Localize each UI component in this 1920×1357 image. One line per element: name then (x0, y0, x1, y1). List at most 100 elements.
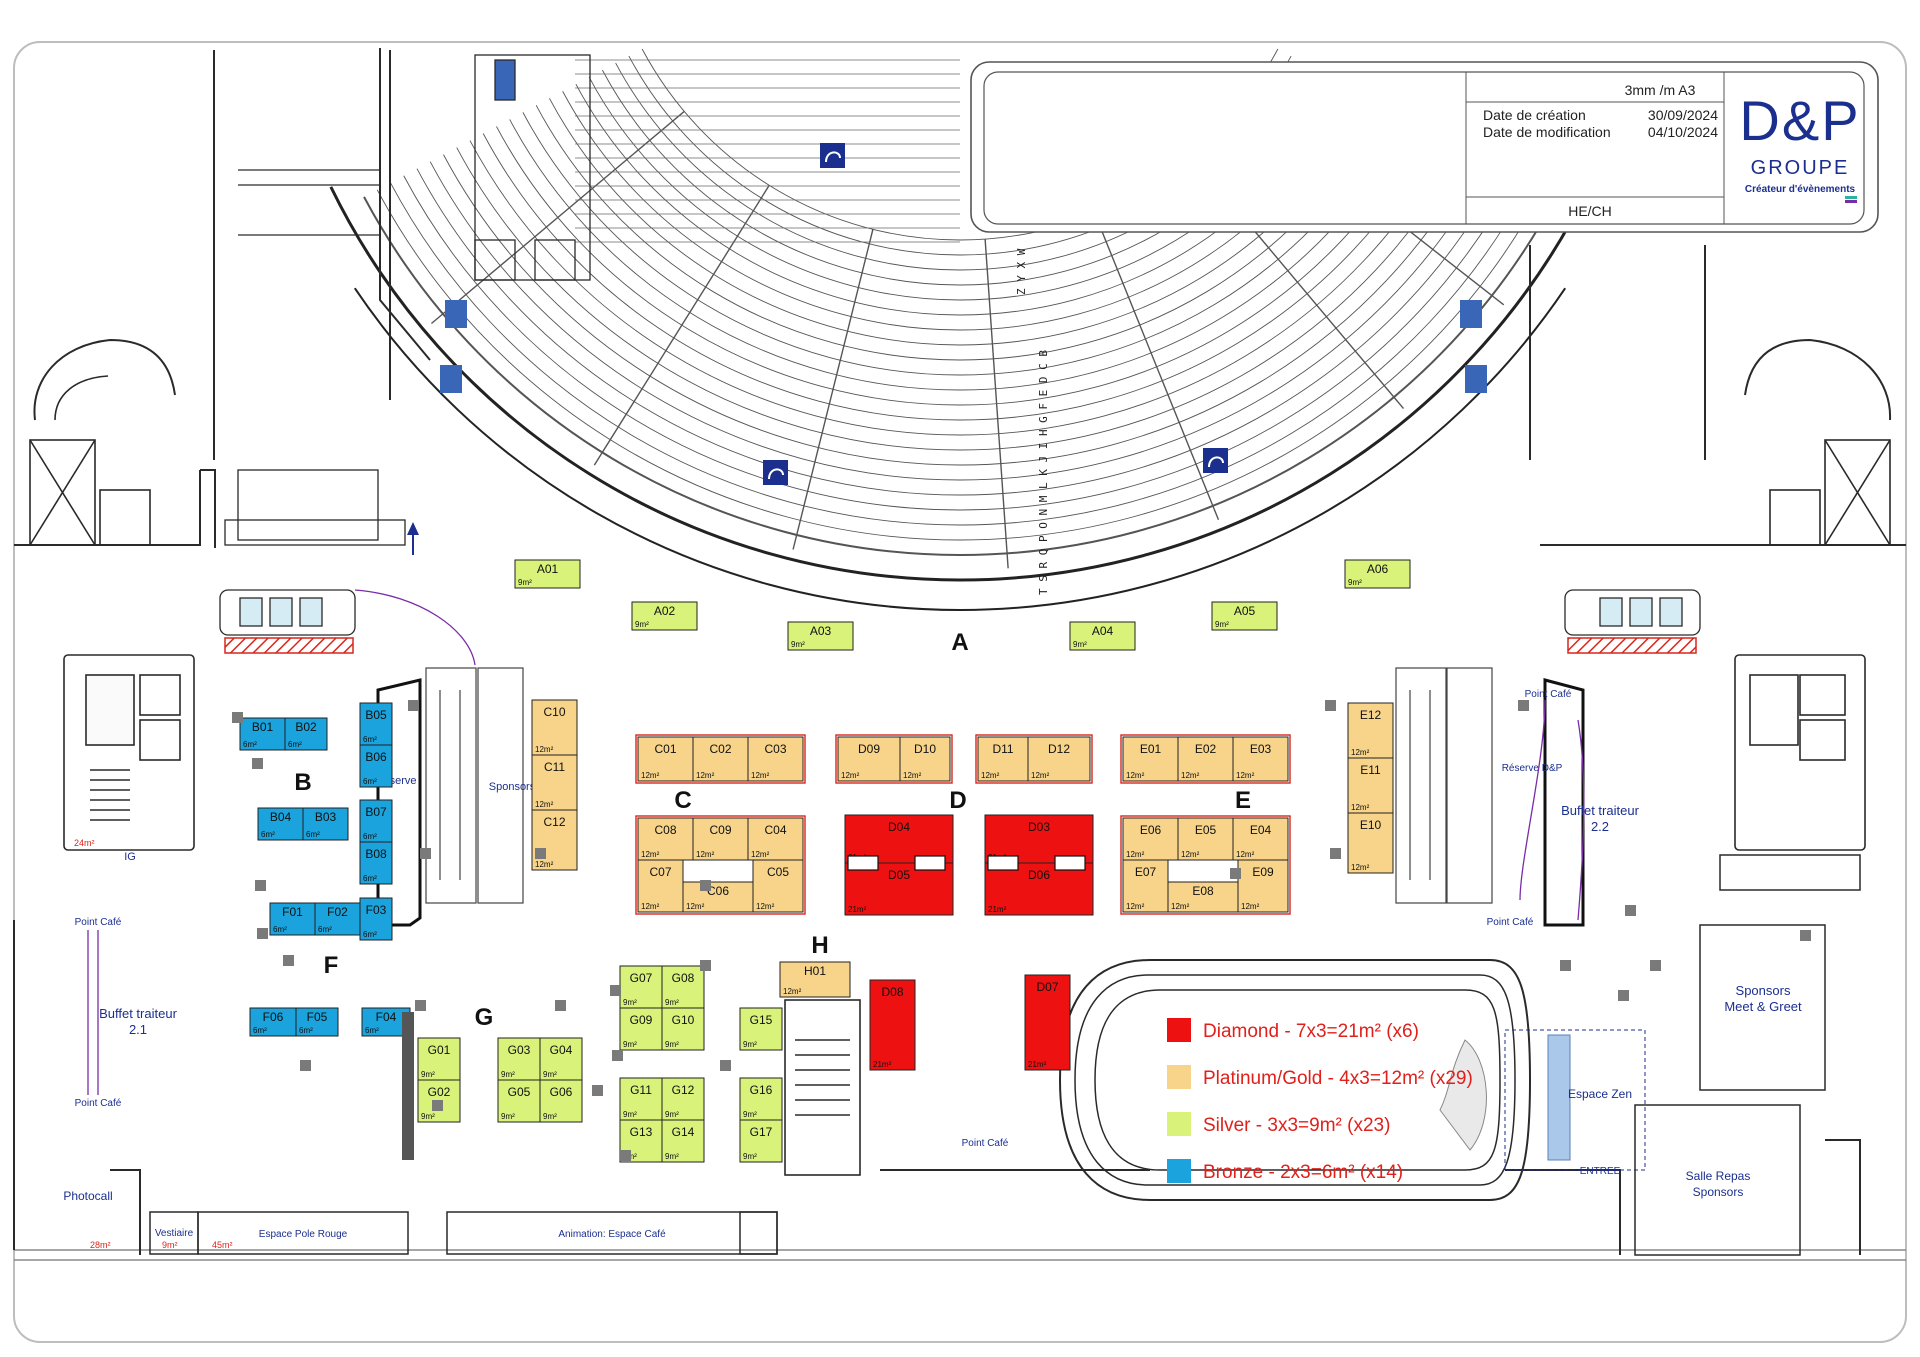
booth-area: 21m² (848, 905, 867, 914)
legend: Diamond - 7x3=21m² (x6)Platinum/Gold - 4… (1167, 1018, 1473, 1183)
pillar (700, 960, 711, 971)
booth-shape (1027, 736, 1091, 782)
booth-area: 9m² (518, 578, 532, 587)
booth-id: G10 (672, 1013, 695, 1027)
booth-area: 12m² (1181, 850, 1200, 859)
pillar (1560, 960, 1571, 971)
area-45m-label: 45m² (212, 1240, 233, 1250)
booth-shape (1347, 702, 1394, 759)
h-staircase (784, 999, 861, 1176)
zone-letter-c: C (674, 787, 691, 814)
booth-area: 9m² (1348, 578, 1362, 587)
auditorium (329, 48, 1591, 612)
booth-area: 12m² (1351, 748, 1370, 757)
booth-shape (359, 744, 393, 788)
booth-id: G05 (508, 1085, 531, 1099)
zone-letter-d: D (949, 787, 966, 814)
booth-shape (1024, 974, 1071, 1071)
booth-shape (359, 897, 393, 941)
pillar (257, 928, 268, 939)
booth-d03[interactable]: D0321m² (984, 814, 1094, 864)
booth-id: D05 (888, 868, 910, 882)
booth-area: 9m² (665, 1110, 679, 1119)
booth-area: 12m² (1126, 850, 1145, 859)
booth-id: G16 (750, 1083, 773, 1097)
pillar (1618, 990, 1629, 1001)
zone-letter-a: A (951, 629, 968, 656)
booth-id: D12 (1048, 742, 1070, 756)
booth-d05[interactable]: D05 21m² (844, 862, 954, 916)
pillar (432, 1100, 443, 1111)
bottom-zones (149, 854, 1861, 1256)
booth-area: 9m² (501, 1070, 515, 1079)
legend-swatch (1167, 1065, 1191, 1089)
